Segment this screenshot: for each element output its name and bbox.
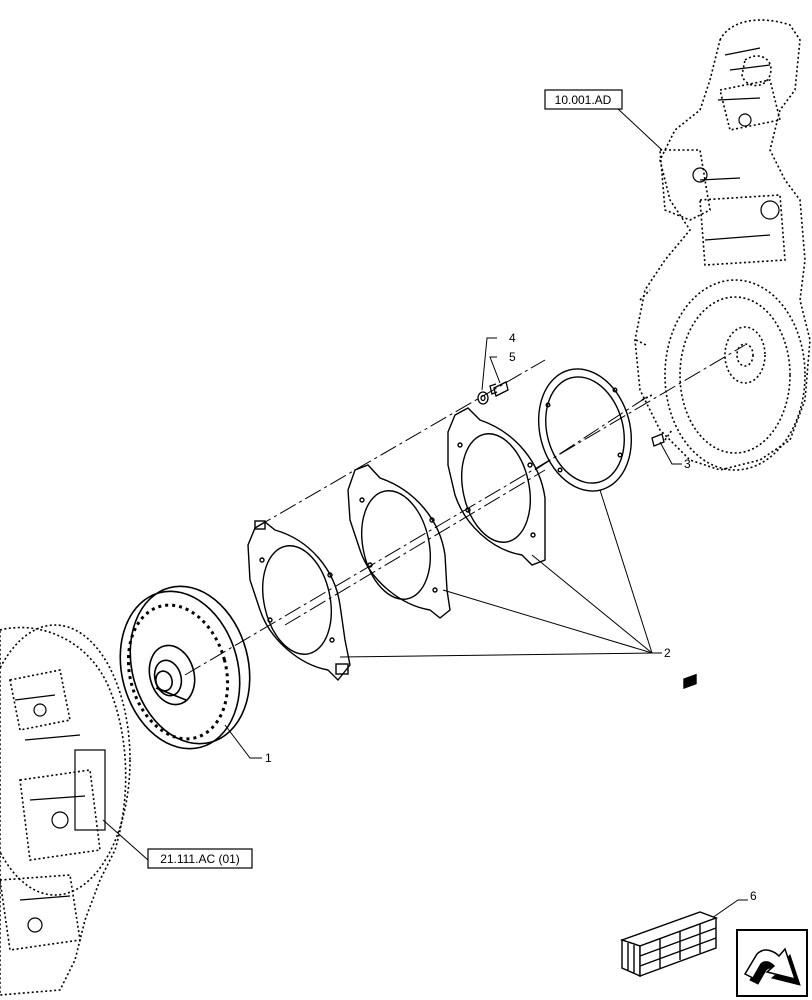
washer-part-4	[477, 391, 489, 405]
ring-plate	[537, 368, 633, 492]
engine-assembly	[634, 19, 811, 471]
callout-5: 5	[509, 350, 516, 364]
flex-plate-front	[247, 520, 351, 682]
engine-detail-lines	[692, 47, 780, 241]
torque-converter	[119, 585, 251, 750]
leader-lines	[102, 107, 748, 919]
bolt-part-5	[489, 381, 509, 397]
ref-box-transmission[interactable]: 21.111.AC (01)	[147, 848, 253, 869]
callout-3: 3	[684, 457, 691, 471]
flex-plate-middle	[347, 464, 451, 619]
callout-6: 6	[750, 889, 757, 903]
crate-kit-icon	[619, 673, 719, 978]
alignment-centerlines	[184, 344, 746, 676]
callout-1: 1	[265, 751, 272, 765]
transmission-detail-lines	[14, 694, 106, 933]
callout-2: 2	[664, 646, 671, 660]
bolt-part-3	[651, 433, 665, 447]
transmission-assembly	[0, 624, 131, 996]
callout-4: 4	[509, 331, 516, 345]
ref-box-engine[interactable]: 10.001.AD	[544, 89, 623, 110]
ref-label-engine: 10.001.AD	[555, 93, 612, 107]
arrow-navigation-icon[interactable]	[736, 929, 808, 997]
flex-plate-rear	[447, 407, 546, 566]
ref-label-transmission: 21.111.AC (01)	[160, 852, 240, 866]
